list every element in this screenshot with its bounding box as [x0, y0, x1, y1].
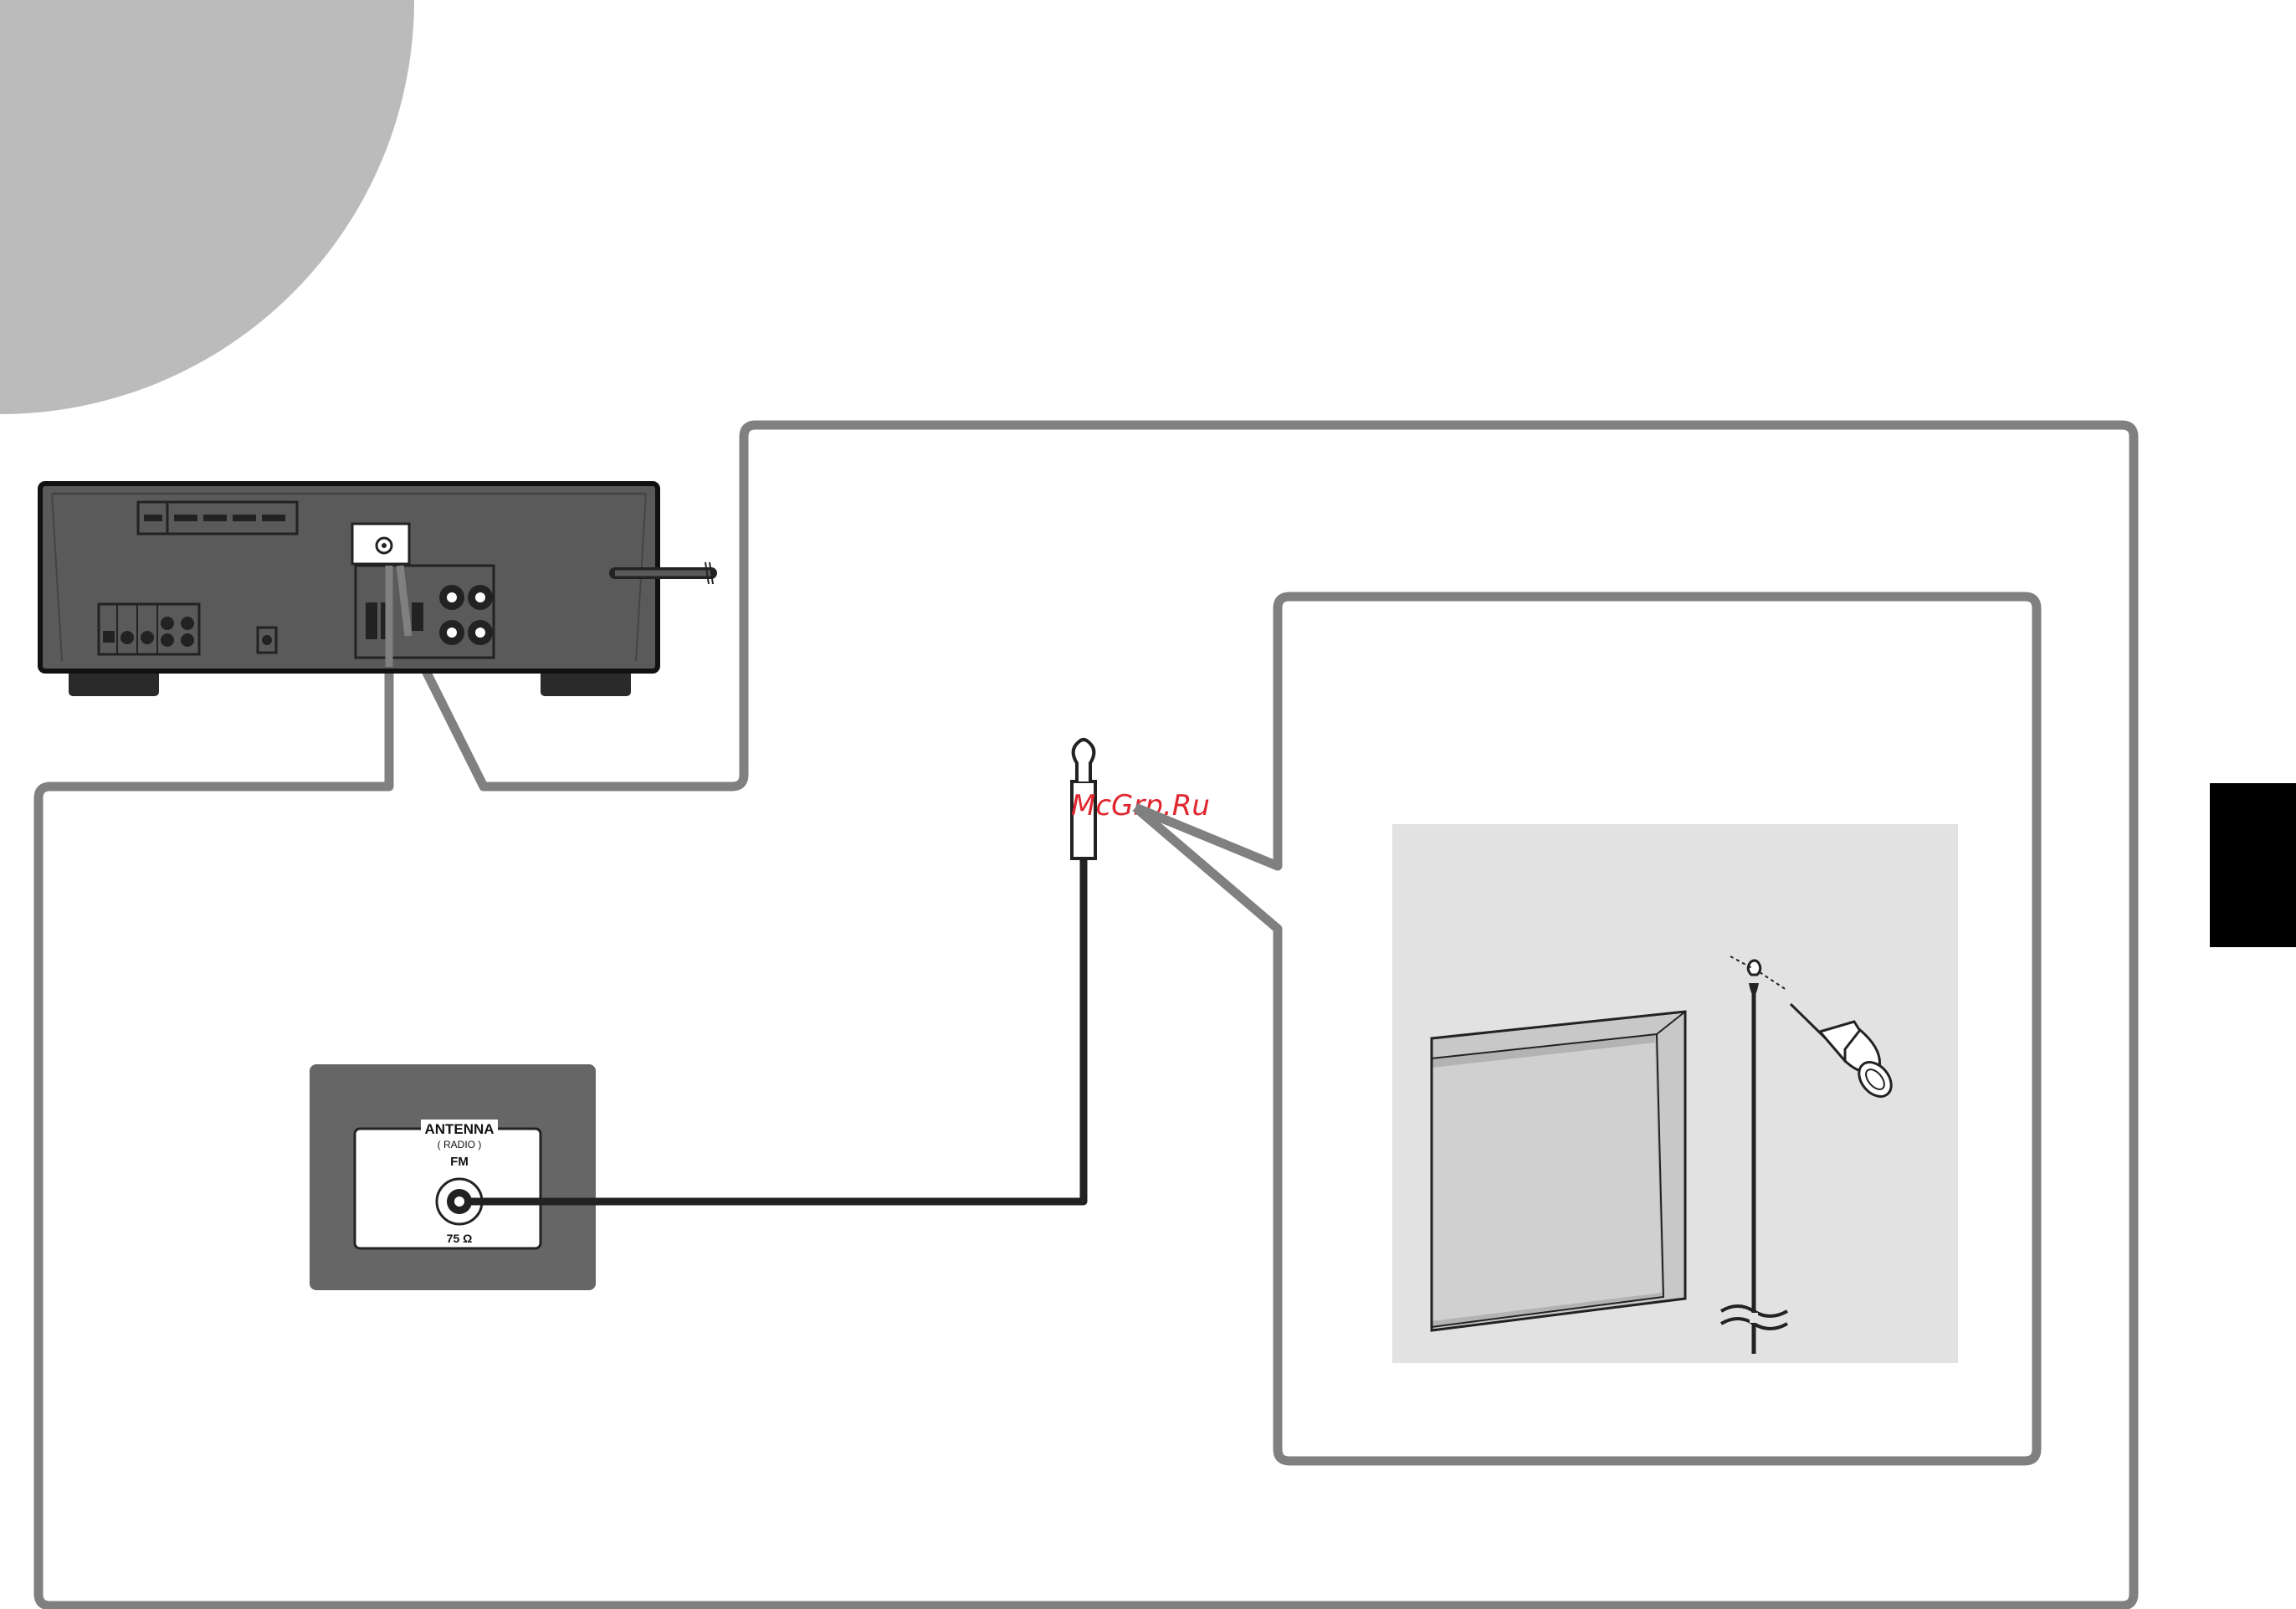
panel-band-label: FM — [450, 1155, 469, 1169]
receiver-rear-panel-illustration — [40, 484, 713, 696]
window-frame-illustration — [1432, 1012, 1685, 1330]
panel-title: ANTENNA — [424, 1121, 494, 1137]
panel-impedance-label: 75 Ω — [447, 1232, 473, 1245]
antenna-jack-highlight — [352, 524, 409, 564]
panel-subtitle: ( RADIO ) — [438, 1139, 482, 1150]
page-tab — [2210, 783, 2296, 947]
antenna-jack-panel — [310, 1064, 596, 1290]
corner-circle-decoration — [0, 0, 414, 414]
